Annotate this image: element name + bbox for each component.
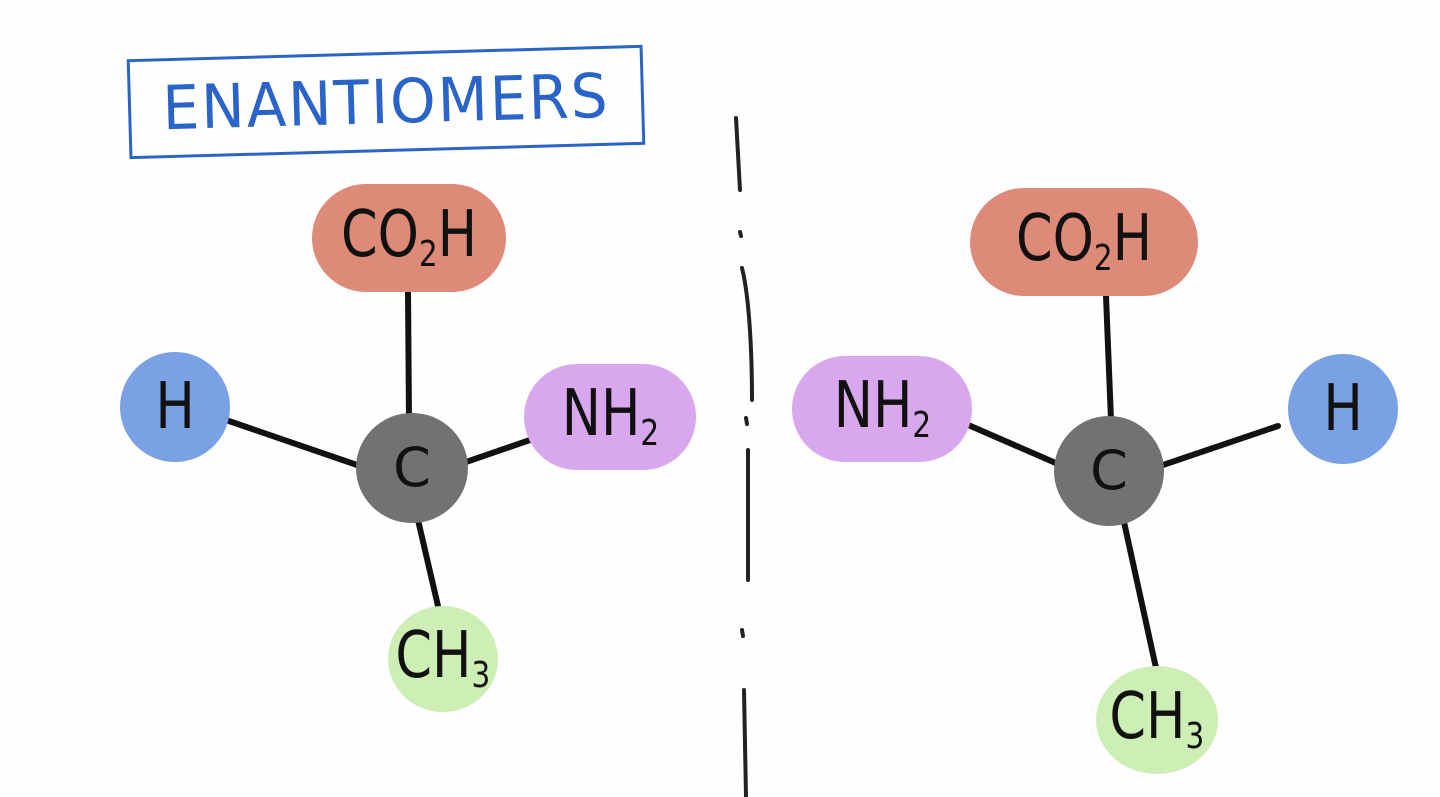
left-h-atom: H	[120, 352, 230, 462]
mirror-plane-line	[734, 116, 754, 797]
right-ch3-sub: 3	[1185, 716, 1205, 757]
left-ch3-sub: 3	[471, 655, 491, 696]
right-bond-bottom	[1121, 519, 1159, 671]
left-co2h-tail: H	[437, 198, 478, 272]
left-co2h-sub: 2	[418, 234, 438, 275]
left-ch3-group: CH3	[388, 606, 498, 712]
left-bond-right	[463, 437, 533, 465]
title-text: ENANTIOMERS	[161, 60, 611, 144]
left-nh2-base: NH	[561, 377, 640, 451]
right-co2h-sub: 2	[1093, 238, 1113, 279]
right-carbon-atom: C	[1054, 416, 1164, 526]
right-ch3-group: CH3	[1096, 666, 1218, 774]
right-h-label: H	[1323, 372, 1363, 446]
left-h-label: H	[155, 370, 195, 444]
right-co2h-tail: H	[1112, 202, 1153, 276]
right-nh2-group: NH2	[792, 356, 972, 462]
right-bond-right	[1157, 423, 1281, 469]
left-nh2-sub: 2	[639, 413, 659, 454]
right-h-atom: H	[1288, 354, 1398, 464]
left-bond-top	[405, 287, 412, 423]
left-carbon-label: C	[393, 436, 431, 499]
right-carbon-label: C	[1090, 439, 1128, 502]
left-carbon-atom: C	[356, 413, 468, 523]
left-bond-bottom	[415, 517, 441, 609]
left-ch3-base: CH	[395, 619, 472, 693]
right-nh2-sub: 2	[911, 405, 931, 446]
right-ch3-base: CH	[1109, 680, 1186, 754]
right-co2h-base: CO	[1015, 202, 1094, 276]
right-bond-top	[1103, 293, 1114, 423]
right-co2h-group: CO2H	[970, 188, 1198, 296]
left-co2h-group: CO2H	[312, 184, 506, 292]
right-bond-left	[963, 421, 1061, 467]
left-nh2-group: NH2	[524, 364, 696, 470]
left-co2h-base: CO	[340, 198, 419, 272]
right-nh2-base: NH	[833, 369, 912, 443]
title-box: ENANTIOMERS	[126, 44, 646, 160]
left-bond-left	[223, 417, 363, 469]
